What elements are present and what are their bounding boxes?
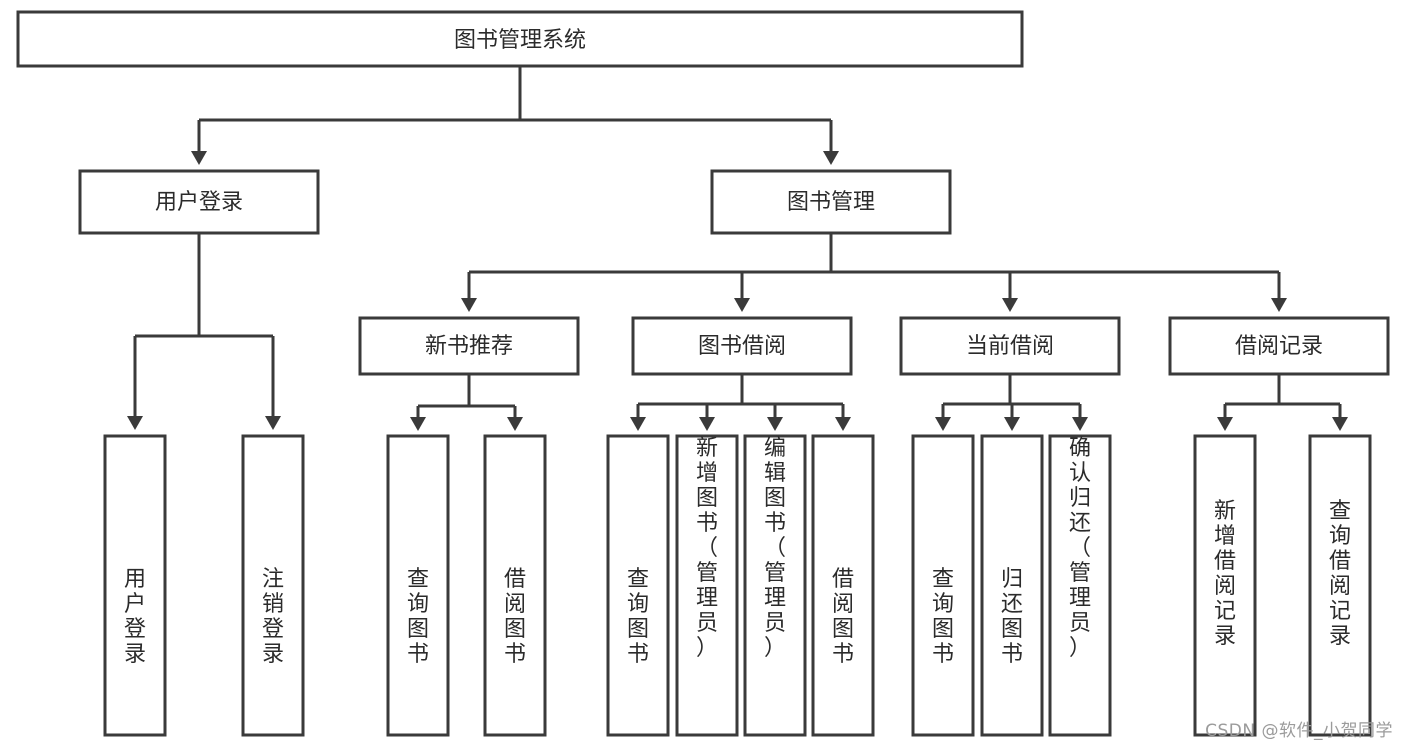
node-leaf-borrow-book-1[interactable]: 借阅图书 (483, 434, 547, 737)
node-leaf-borrow-book-2-label: 借阅图书 (832, 567, 854, 667)
node-new-book-recommend-label: 新书推荐 (425, 334, 513, 359)
node-book-manage[interactable]: 图书管理 (710, 169, 952, 235)
node-book-borrow-box[interactable] (631, 316, 853, 376)
node-leaf-add-book-box[interactable] (675, 434, 739, 737)
node-book-borrow-label: 图书借阅 (698, 334, 786, 359)
node-leaf-add-book[interactable]: 新增图书（管理员） (675, 434, 739, 737)
node-leaf-confirm-return-box[interactable] (1048, 434, 1112, 737)
node-leaf-query-book-2-box[interactable] (606, 434, 670, 737)
node-borrow-record-box[interactable] (1168, 316, 1390, 376)
node-leaf-edit-book-label: 编辑图书（管理员） (764, 436, 786, 661)
node-leaf-query-book-1-label: 查询图书 (407, 567, 429, 667)
node-leaf-user-login-label: 用户登录 (124, 567, 146, 667)
node-leaf-query-book-3-box[interactable] (911, 434, 975, 737)
node-root[interactable]: 图书管理系统 (16, 10, 1024, 68)
node-borrow-record-label: 借阅记录 (1235, 334, 1323, 359)
node-leaf-return-book-box[interactable] (980, 434, 1044, 737)
node-leaf-return-book-label: 归还图书 (1001, 567, 1023, 667)
node-current-borrow-box[interactable] (899, 316, 1121, 376)
node-root-box[interactable] (16, 10, 1024, 68)
node-leaf-edit-book[interactable]: 编辑图书（管理员） (743, 434, 807, 737)
node-leaf-confirm-return[interactable]: 确认归还（管理员） (1048, 434, 1112, 737)
node-leaf-query-book-1[interactable]: 查询图书 (386, 434, 450, 737)
node-leaf-user-logout-box[interactable] (241, 434, 305, 737)
node-new-book-recommend-box[interactable] (358, 316, 580, 376)
node-borrow-record[interactable]: 借阅记录 (1168, 316, 1390, 376)
node-leaf-query-book-3[interactable]: 查询图书 (911, 434, 975, 737)
node-book-manage-box[interactable] (710, 169, 952, 235)
node-leaf-query-record[interactable]: 查询借阅记录 (1308, 434, 1372, 737)
node-leaf-borrow-book-2-box[interactable] (811, 434, 875, 737)
leaf-node-layer: 用户登录 注销登录 查询图书 借阅图书 查询图书 新增图书（管理员） (103, 434, 1372, 737)
node-book-borrow[interactable]: 图书借阅 (631, 316, 853, 376)
node-leaf-user-login-box[interactable] (103, 434, 167, 737)
node-leaf-edit-book-box[interactable] (743, 434, 807, 737)
node-leaf-add-record[interactable]: 新增借阅记录 (1193, 434, 1257, 737)
node-leaf-query-record-label: 查询借阅记录 (1329, 499, 1351, 649)
node-user-login-box[interactable] (78, 169, 320, 235)
node-leaf-user-logout[interactable]: 注销登录 (241, 434, 305, 737)
node-leaf-return-book[interactable]: 归还图书 (980, 434, 1044, 737)
node-leaf-confirm-return-label: 确认归还（管理员） (1069, 436, 1091, 661)
node-root-label: 图书管理系统 (454, 28, 586, 53)
node-leaf-user-login[interactable]: 用户登录 (103, 434, 167, 737)
node-leaf-query-book-2-label: 查询图书 (627, 567, 649, 667)
node-user-login[interactable]: 用户登录 (78, 169, 320, 235)
connector-layer (127, 66, 1348, 431)
node-book-manage-label: 图书管理 (787, 190, 875, 215)
node-new-book-recommend[interactable]: 新书推荐 (358, 316, 580, 376)
node-leaf-borrow-book-1-label: 借阅图书 (504, 567, 526, 667)
node-leaf-query-book-1-box[interactable] (386, 434, 450, 737)
node-leaf-user-logout-label: 注销登录 (262, 567, 284, 667)
node-leaf-query-book-2[interactable]: 查询图书 (606, 434, 670, 737)
node-leaf-borrow-book-2[interactable]: 借阅图书 (811, 434, 875, 737)
node-leaf-add-record-box[interactable] (1193, 434, 1257, 737)
node-leaf-add-record-label: 新增借阅记录 (1214, 499, 1236, 649)
node-current-borrow[interactable]: 当前借阅 (899, 316, 1121, 376)
node-leaf-query-record-box[interactable] (1308, 434, 1372, 737)
node-leaf-query-book-3-label: 查询图书 (932, 567, 954, 667)
node-user-login-label: 用户登录 (155, 190, 243, 215)
node-current-borrow-label: 当前借阅 (966, 334, 1054, 359)
node-leaf-borrow-book-1-box[interactable] (483, 434, 547, 737)
node-leaf-add-book-label: 新增图书（管理员） (696, 436, 718, 661)
